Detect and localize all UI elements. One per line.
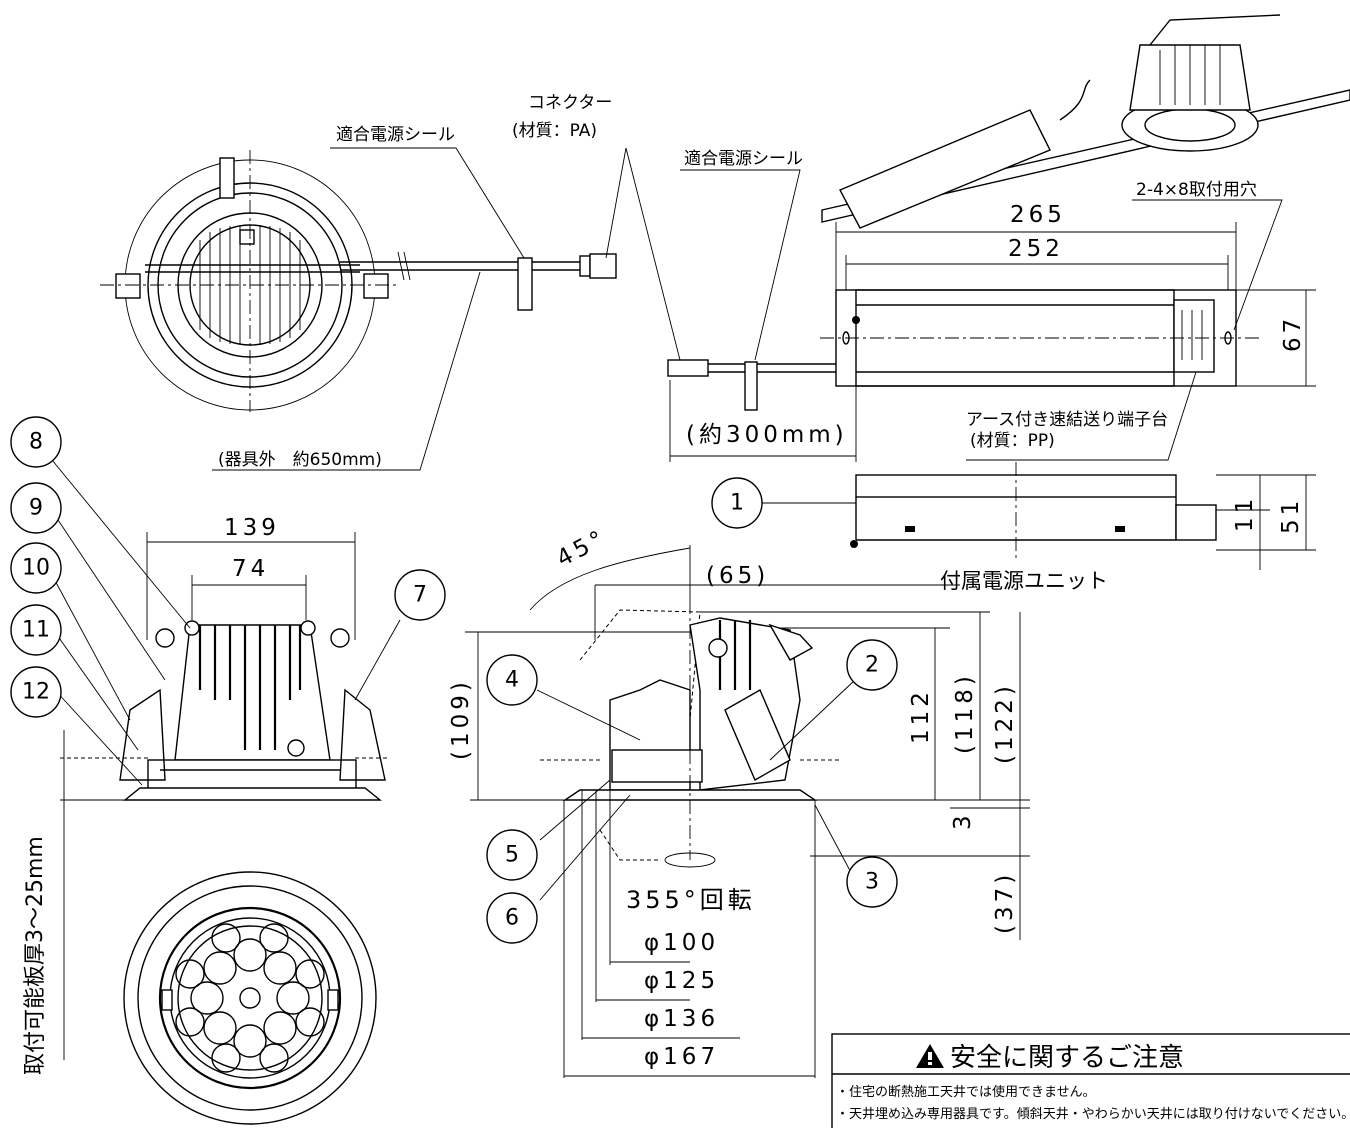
callout-9: 9 (29, 496, 43, 521)
fixture-side-elevation (465, 545, 1030, 1078)
dim-74: 74 (232, 556, 269, 582)
power-unit-drawing (667, 14, 1350, 570)
label-ceiling-thickness: 取付可能板厚3～25mm (23, 836, 48, 1075)
dim-45deg: 45° (553, 525, 612, 573)
label-power-unit: 付属電源ユニット (940, 569, 1108, 593)
dim-109: (109) (448, 678, 474, 760)
dim-112: 112 (908, 688, 934, 744)
safety-notice (831, 1033, 1350, 1128)
callout-8: 8 (29, 430, 43, 455)
dim-118: (118) (952, 672, 978, 754)
label-connector: コネクター (528, 93, 612, 113)
fixture-led-view (123, 871, 377, 1125)
callout-1: 1 (730, 491, 744, 516)
label-cable-300: (約300mm) (686, 422, 848, 448)
dim-139: 139 (224, 515, 280, 541)
dim-phi100: φ100 (644, 930, 719, 956)
label-terminal-block: アース付き速結送り端子台 (966, 410, 1168, 430)
safety-line-2: ・天井埋め込み専用器具です。傾斜天井・やわらかい天井には取り付けないでください。 (836, 1107, 1350, 1122)
callout-12: 12 (22, 680, 50, 705)
dim-265: 265 (1010, 202, 1066, 228)
callout-4: 4 (505, 668, 519, 693)
safety-title: 安全に関するご注意 (950, 1043, 1184, 1073)
label-cable-length: (器具外 約650mm) (218, 450, 382, 470)
dim-67: 67 (1280, 315, 1306, 352)
callout-6: 6 (505, 906, 519, 931)
safety-line-1: ・住宅の断熱施工天井では使用できません。 (836, 1084, 1096, 1100)
callout-3: 3 (865, 870, 879, 895)
dim-252: 252 (1008, 236, 1064, 262)
dim-phi125: φ125 (644, 968, 719, 994)
callout-7: 7 (413, 583, 427, 608)
dim-122: (122) (992, 682, 1018, 764)
label-power-seal-top: 適合電源シール (336, 125, 455, 145)
callout-11: 11 (22, 618, 50, 643)
label-mount-holes: 2-4×8取付用穴 (1136, 180, 1257, 200)
label-terminal-material: (材質：PP) (970, 431, 1055, 451)
label-rotation: 355°回転 (626, 886, 756, 914)
dim-51: 51 (1278, 497, 1304, 534)
callout-2: 2 (865, 653, 879, 678)
dim-37: (37) (992, 871, 1018, 934)
dim-phi167: φ167 (644, 1044, 719, 1070)
label-connector-material: (材質：PA) (512, 121, 597, 141)
dim-phi136: φ136 (644, 1006, 719, 1032)
dim-65: (65) (706, 563, 769, 589)
fixture-front-elevation (49, 459, 401, 1060)
fixture-top-view (100, 147, 681, 471)
label-power-seal-right: 適合電源シール (684, 149, 803, 169)
dim-11: 11 (1232, 495, 1258, 532)
callouts (10, 416, 898, 944)
callout-10: 10 (22, 556, 50, 581)
dim-3: 3 (950, 811, 976, 830)
callout-5: 5 (505, 843, 519, 868)
